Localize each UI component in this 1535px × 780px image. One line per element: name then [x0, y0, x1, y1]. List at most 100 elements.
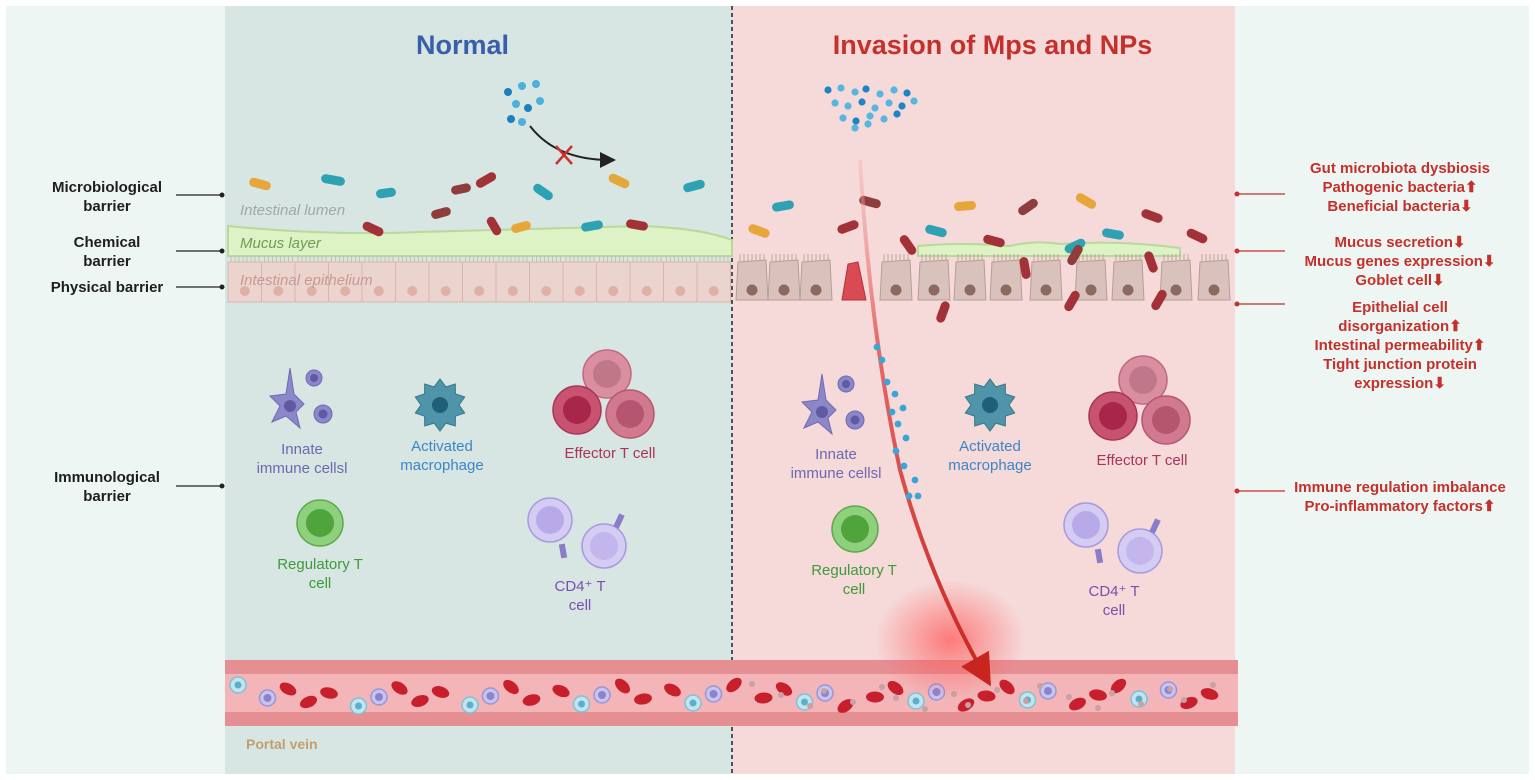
particle	[532, 80, 540, 88]
innate-immune-cells	[800, 373, 865, 436]
debris-particle	[1181, 697, 1187, 703]
particle	[536, 97, 544, 105]
bacterium	[1067, 244, 1083, 266]
micro-nano-particles	[504, 80, 918, 132]
epithelial-cell	[735, 254, 769, 301]
bacterium	[1151, 289, 1167, 311]
white-blood-cell-nucleus	[912, 697, 920, 705]
bacterium	[431, 207, 451, 219]
red-blood-cell	[887, 680, 904, 696]
particle	[871, 104, 879, 112]
epithelial-cell	[1197, 254, 1231, 301]
red-blood-cell	[664, 683, 681, 697]
epithelial-cell	[1029, 254, 1063, 301]
particle	[852, 117, 860, 125]
epithelial-cell	[917, 254, 951, 301]
debris-particle	[821, 688, 827, 694]
particle	[839, 114, 847, 122]
particle	[831, 99, 839, 107]
normal-panel-bg	[225, 6, 732, 774]
epithelial-cell	[227, 256, 262, 303]
white-blood-cell-nucleus	[578, 700, 585, 708]
debris-particle	[1138, 701, 1144, 707]
debris-particle	[850, 699, 856, 705]
epithelial-cell	[596, 256, 631, 303]
bacterium	[936, 301, 950, 323]
particle	[518, 118, 526, 126]
regulatory-t-cell	[296, 499, 344, 547]
epithelium-normal	[227, 256, 731, 303]
bacterium	[581, 220, 603, 232]
red-blood-cell	[522, 694, 541, 706]
epithelial-cell	[562, 256, 597, 303]
innate-immune-cells	[268, 367, 333, 430]
red-blood-cell	[1089, 689, 1107, 701]
particle	[851, 124, 859, 132]
bacterium	[451, 183, 471, 195]
debris-particle	[749, 681, 755, 687]
particle	[862, 85, 870, 93]
particle	[851, 88, 859, 96]
portal-vein-label: Portal vein	[246, 736, 318, 752]
particle	[905, 492, 913, 500]
particle	[824, 86, 832, 94]
red-blood-cell	[431, 686, 450, 698]
bacterium	[626, 219, 648, 231]
epithelial-cell	[696, 256, 731, 303]
bacterium	[1102, 228, 1124, 240]
particle	[900, 462, 908, 470]
epithelial-cell	[395, 256, 430, 303]
particle	[844, 102, 852, 110]
bacterium	[1186, 228, 1208, 244]
effector-t-cells	[552, 349, 655, 439]
particle	[858, 98, 866, 106]
epithelial-cell	[799, 254, 833, 301]
epithelial-cell	[1159, 254, 1193, 301]
epithelial-cell	[529, 256, 564, 303]
mucus-layer-invasion	[917, 241, 1181, 257]
red-blood-cell	[320, 687, 338, 699]
lymphocyte-nucleus	[1044, 687, 1052, 695]
effector-t-cells	[1088, 355, 1191, 445]
block-x-icon	[555, 145, 573, 165]
epithelial-cell	[663, 256, 698, 303]
epithelial-cell	[989, 254, 1023, 301]
bacterium	[1144, 251, 1158, 273]
effector-label-normal: Effector T cell	[564, 445, 656, 462]
epithelial-cell	[294, 256, 329, 303]
right-effect-connectors	[1234, 191, 1285, 494]
red-blood-cell	[411, 695, 429, 707]
bacterium	[1019, 257, 1031, 279]
bacterium	[486, 216, 502, 236]
intestinal-lumen-label: Intestinal lumen	[240, 202, 346, 219]
goblet-cell	[841, 261, 867, 301]
particle	[910, 97, 918, 105]
mucus-effects: Mucus secretion⬇Mucus genes expression⬇G…	[1304, 234, 1496, 289]
red-blood-cell	[1110, 678, 1127, 694]
debris-particle	[1210, 682, 1216, 688]
particle	[893, 110, 901, 118]
red-blood-cell	[279, 682, 297, 696]
debris-particle	[1023, 698, 1029, 704]
white-blood-cell-nucleus	[234, 681, 242, 689]
particle	[837, 84, 845, 92]
bacterium	[608, 173, 630, 189]
particle	[903, 89, 911, 97]
epithelial-cell	[953, 254, 987, 301]
bacterium	[533, 183, 553, 201]
mucus-layer-normal	[227, 224, 733, 257]
debris-particle	[1167, 686, 1173, 692]
particle	[864, 120, 872, 128]
bacterium	[1064, 290, 1080, 312]
left-barrier-connectors	[176, 192, 225, 489]
particle	[894, 420, 902, 428]
